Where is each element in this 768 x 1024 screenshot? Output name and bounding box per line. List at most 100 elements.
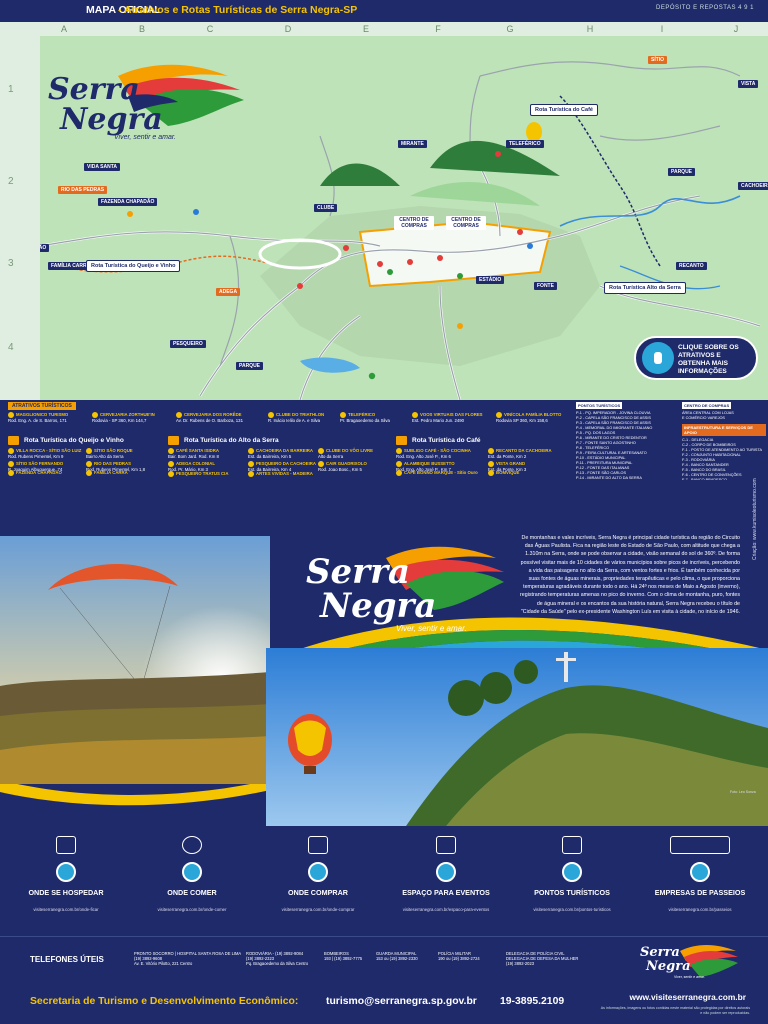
map-tag[interactable]: PESQUEIRO — [170, 340, 206, 348]
infra-item[interactable]: C-2 - CORPO DE BOMBEIROS — [682, 443, 736, 447]
map-tag[interactable]: CLUBE — [314, 204, 338, 212]
service-url[interactable]: visiteserranegra.com.br/onde-comprar — [281, 907, 355, 912]
touch-icon[interactable] — [182, 862, 202, 882]
map-tag[interactable]: CACHOEIRA — [738, 182, 768, 190]
service-label: ESPAÇO PARA EVENTOS — [402, 888, 490, 897]
map-tag[interactable]: VISTA — [738, 80, 759, 88]
touch-icon[interactable] — [690, 862, 710, 882]
service-eventos[interactable]: ESPAÇO PARA EVENTOS visiteserranegra.com… — [382, 836, 510, 912]
service-url[interactable]: visiteserranegra.com.br/onde-ficar — [33, 907, 99, 912]
map-tag[interactable]: FAMÍLIA CARRA — [48, 262, 94, 270]
route-tag-cafe[interactable]: Rota Turística do Café — [530, 104, 598, 116]
ponto-item[interactable]: P-4 - MEMORIAL DO IMIGRANTE ITALIANO — [576, 426, 653, 430]
map-tag[interactable]: TELEFÉRICO — [506, 140, 544, 148]
map-tag[interactable]: MIRANTE — [398, 140, 427, 148]
route-tag-alto[interactable]: Rota Turística Alto da Serra — [604, 282, 686, 294]
map-tag[interactable]: PARQUE — [236, 362, 264, 370]
ponto-item[interactable]: P-7 - FONTE SANTO AGOSTINHO — [576, 441, 636, 445]
service-url[interactable]: visiteserranegra.com.br/espaco-para-even… — [402, 907, 490, 912]
ponto-item[interactable]: P-13 - FONTE SÃO CARLOS — [576, 471, 627, 475]
ponto-item[interactable]: P-2 - CAPELA SÃO FRANCISCO DE ASSIS — [576, 416, 651, 420]
touch-icon[interactable] — [56, 862, 76, 882]
map-tag[interactable]: FONTE — [534, 282, 557, 290]
map-tag[interactable]: PARQUE — [668, 168, 696, 176]
service-url[interactable]: visiteserranegra.com.br/passeios — [668, 907, 732, 912]
ponto-item[interactable]: P-11 - PREFEITURA MUNICIPAL — [576, 461, 633, 465]
service-hospedar[interactable]: ONDE SE HOSPEDAR visiteserranegra.com.br… — [2, 836, 130, 912]
legend-item[interactable]: PESQUEIRO TRATUS CIA — [168, 471, 248, 477]
ponto-item[interactable]: P-5 - PQ. DOS LAGOS — [576, 431, 616, 435]
ponto-item[interactable]: P-6 - MIRANTE DO CRISTO REDENTOR — [576, 436, 647, 440]
infra-item[interactable]: F-1 - POSTO DE ATENDIMENTO AO TURISTA — [682, 448, 763, 452]
pin-icon — [8, 470, 14, 476]
ponto-item[interactable]: P-12 - FONTE DAS ITALIANAS — [576, 466, 630, 470]
ponto-item[interactable]: P-8 - TELEFÉRICO — [576, 446, 610, 450]
infra-item[interactable]: F-6 - CENTRO DE CONVENÇÕES — [682, 473, 742, 477]
ponto-item[interactable]: P-3 - CAPELA SÃO FRANCISCO DE ASSIS — [576, 421, 651, 425]
shopping-center-label[interactable]: CENTRO DE COMPRAS — [446, 216, 486, 230]
ponto-item[interactable]: P-1 - PQ. IMPERADOR - JOVINA CLOUVIA — [576, 411, 651, 415]
contact-email[interactable]: turismo@serranegra.sp.gov.br — [326, 996, 477, 1007]
infra-item[interactable]: F-3 - RODOVIÁRIA — [682, 458, 715, 462]
infra-item[interactable]: F-2 - CONJUNTO HABITACIONAL — [682, 453, 741, 457]
map-tag[interactable]: RIO DAS PEDRAS — [58, 186, 108, 194]
map-tag[interactable]: ADEGA — [216, 288, 241, 296]
logo-name-line2: Negra — [60, 102, 163, 137]
website-link[interactable]: www.visiteserranegra.com.br — [629, 992, 746, 1002]
touch-icon[interactable] — [308, 862, 328, 882]
legend-item[interactable]: FAMÍLIA CARRA — [86, 470, 160, 476]
touch-icon[interactable] — [562, 862, 582, 882]
ponto-item[interactable]: P-10 - ESTÁDIO MUNICIPAL — [576, 456, 626, 460]
service-pontos[interactable]: PONTOS TURÍSTICOS visiteserranegra.com.b… — [508, 836, 636, 912]
tourist-map[interactable]: SÍTIO VISTA VIDA SANTA RIO DAS PEDRAS FA… — [0, 36, 768, 400]
map-tag[interactable]: VIDA SANTA — [84, 163, 120, 171]
map-tag[interactable]: SÍTIO — [648, 56, 668, 64]
touch-icon[interactable] — [436, 862, 456, 882]
paragliding-image — [0, 536, 270, 784]
legend-item[interactable]: CAFÉ BONNO MARQUE - Sítio Ouro — [396, 470, 484, 476]
legend-item[interactable]: BOMVIQUE — [488, 470, 574, 476]
service-comprar[interactable]: ONDE COMPRAR visiteserranegra.com.br/ond… — [254, 836, 382, 912]
route-tag-queijo[interactable]: Rota Turística do Queijo e Vinho — [86, 260, 181, 272]
ponto-item[interactable]: P-9 - FEIRA CULTURAL E ARTESANATO — [576, 451, 647, 455]
legend-item[interactable]: ARTES VIVIDAS - MADEIRA — [248, 471, 328, 477]
ponto-item[interactable]: P-14 - MIRANTE DO ALTO DA SERRA — [576, 476, 642, 480]
click-info-button[interactable]: CLIQUE SOBRE OS ATRATIVOS E OBTENHA MAIS… — [634, 336, 758, 380]
infra-item[interactable]: F-4 - BANCO SANTANDER — [682, 463, 729, 467]
map-tag[interactable]: RECANTO — [676, 262, 707, 270]
infra-item[interactable]: C-1 - DELEGACIA — [682, 438, 714, 442]
service-url[interactable]: visiteserranegra.com.br/onde-comer — [157, 907, 227, 912]
legend-item[interactable]: FAZENDA CHAPADÃO — [8, 470, 82, 476]
service-url[interactable]: visiteserranegra.com.br/pontos-turistico… — [533, 907, 611, 912]
service-comer[interactable]: ONDE COMER visiteserranegra.com.br/onde-… — [128, 836, 256, 912]
side-credit: Criação: www.kumisoleoturismo.com — [752, 478, 758, 560]
grid-col-h: H — [586, 24, 594, 34]
map-tag[interactable]: FAZENDA CHAPADÃO — [98, 198, 158, 206]
shopping-center-label[interactable]: CENTRO DE COMPRAS — [394, 216, 434, 230]
contact-phone[interactable]: 19-3895.2109 — [500, 996, 565, 1007]
infra-item[interactable]: F-5 - BANCO DO BRASIL — [682, 468, 726, 472]
service-passeios[interactable]: EMPRESAS DE PASSEIOS visiteserranegra.co… — [636, 836, 764, 912]
map-tag[interactable]: ESTÁDIO — [476, 276, 505, 284]
